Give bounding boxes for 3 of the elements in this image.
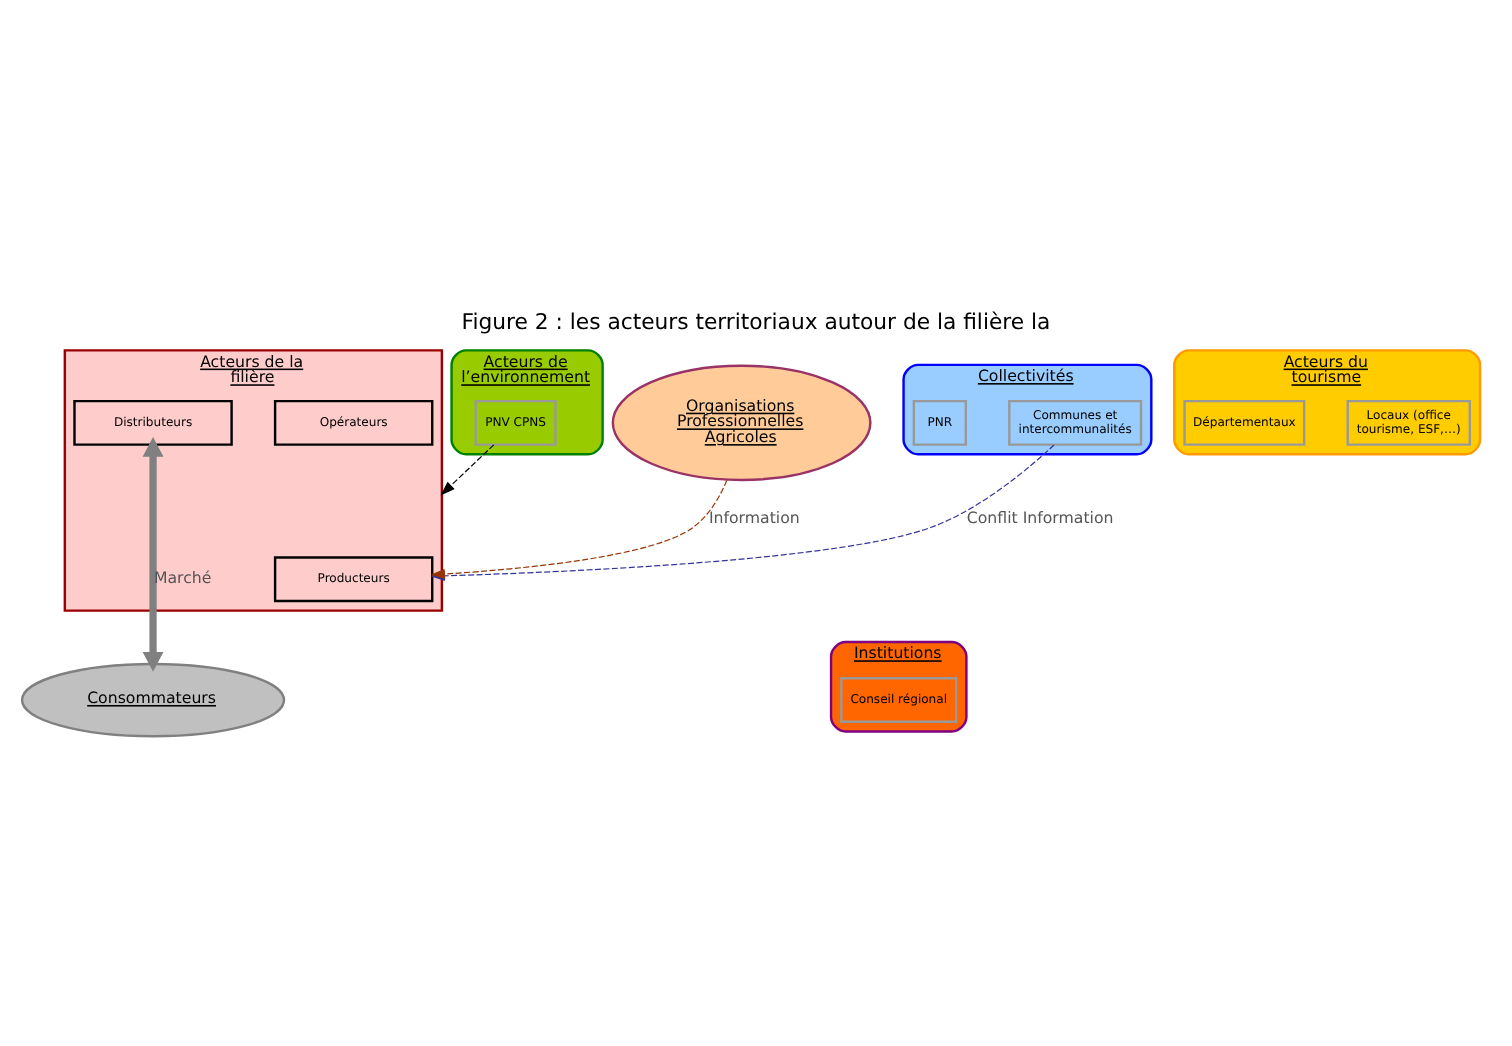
arrow — [142, 435, 164, 671]
diagram-title: Figure 2 : les acteurs territoriaux autour de la filière la — [461, 308, 1051, 335]
arrow — [440, 443, 495, 495]
